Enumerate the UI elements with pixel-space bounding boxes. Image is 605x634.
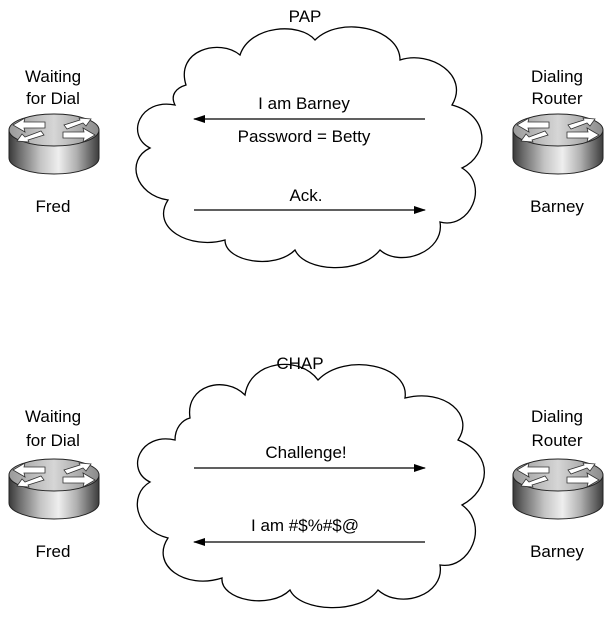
cloud-icon xyxy=(136,363,485,609)
message-label: Challenge! xyxy=(265,443,347,462)
left-role-line2: for Dial xyxy=(26,431,80,450)
right-role-line1: Dialing xyxy=(531,407,583,426)
message-label: I am Barney xyxy=(258,94,350,113)
cloud-icon xyxy=(135,26,483,269)
router-icon xyxy=(512,113,604,175)
diagram-title: PAP xyxy=(288,7,322,26)
router-icon xyxy=(512,458,604,520)
diagram-title: CHAP xyxy=(276,354,324,373)
router-icon xyxy=(8,113,100,175)
right-router-name: Barney xyxy=(530,197,584,216)
left-role-line1: Waiting xyxy=(24,67,82,86)
router-icon xyxy=(8,458,100,520)
left-router-name: Fred xyxy=(35,542,71,561)
left-role-line1: Waiting xyxy=(24,407,82,426)
message-label: Password = Betty xyxy=(237,127,371,146)
right-role-line2: Router xyxy=(531,431,583,450)
right-role-line2: Router xyxy=(531,89,583,108)
message-label: Ack. xyxy=(289,186,323,205)
left-role-line2: for Dial xyxy=(26,89,80,108)
left-router-name: Fred xyxy=(35,197,71,216)
message-label: I am #$%#$@ xyxy=(251,516,359,535)
right-router-name: Barney xyxy=(530,542,584,561)
right-role-line1: Dialing xyxy=(531,67,583,86)
